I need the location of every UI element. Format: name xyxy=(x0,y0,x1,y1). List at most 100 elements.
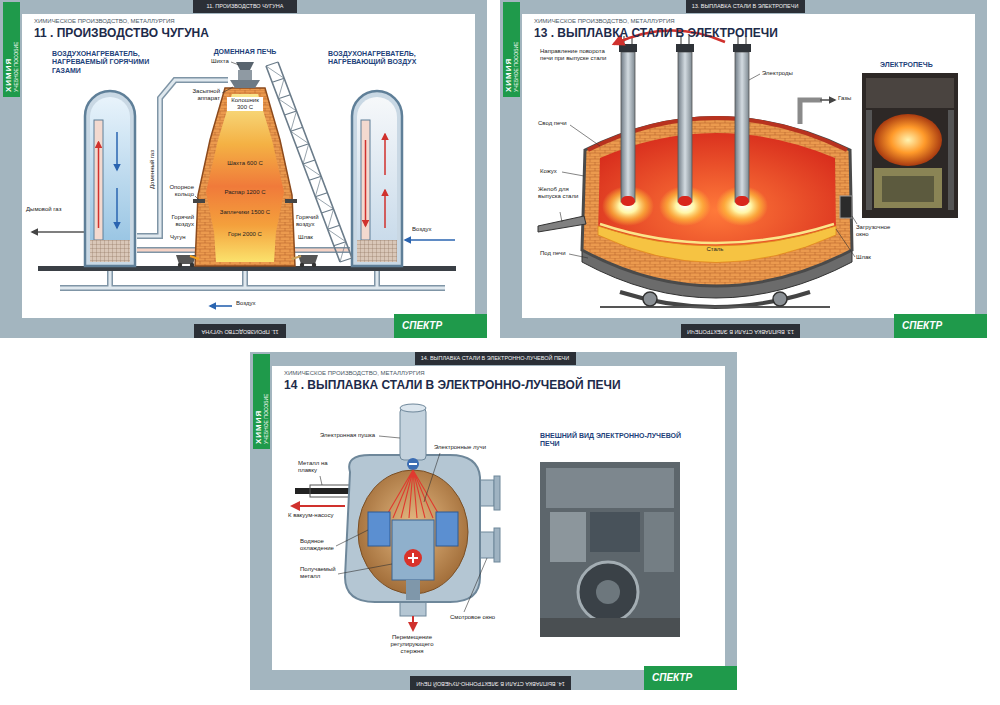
blast-furnace-plant xyxy=(94,120,103,240)
part-label: Водяное охлаждение xyxy=(300,538,348,552)
title-tab: 14. ВЫПЛАВКА СТАЛИ В ЭЛЕКТРОННО-ЛУЧЕВОЙ … xyxy=(410,676,571,690)
header-text: ХИМИЧЕСКОЕ ПРОИЗВОДСТВО, МЕТАЛЛУРГИЯ xyxy=(284,370,425,377)
leader-line xyxy=(570,125,600,146)
subject-name: ХИМИЯ xyxy=(254,359,263,444)
electron-beam-furnace xyxy=(392,520,434,580)
logo-text: СПЕКТР xyxy=(652,666,729,690)
blast-furnace-plant xyxy=(116,188,118,228)
furnace-photo xyxy=(540,462,680,637)
part-label: Свод печи xyxy=(538,120,567,127)
part-label: Доменный газ xyxy=(148,151,155,190)
part-label: Опорное кольцо xyxy=(166,184,194,198)
series-name: УЧЕБНОЕ ПОСОБИЕ xyxy=(13,7,19,92)
section-heading: ЭЛЕКТРОПЕЧЬ xyxy=(880,61,933,69)
electrode xyxy=(619,44,637,52)
electron-beam-furnace xyxy=(412,616,414,630)
blast-furnace-plant xyxy=(361,120,370,240)
blast-furnace-plant xyxy=(90,97,130,262)
part-label: Направление поворота печи при выпуске ст… xyxy=(540,48,610,62)
part-label: Шлак xyxy=(856,254,871,261)
part-label: Под печи xyxy=(540,250,566,257)
part-label: Электроды xyxy=(762,70,793,77)
blast-furnace-plant xyxy=(285,199,297,203)
blast-furnace-plant xyxy=(292,256,301,259)
electrode xyxy=(735,52,749,202)
blast-furnace-plant xyxy=(98,142,100,228)
poster-frame xyxy=(0,0,487,338)
leader-line xyxy=(320,476,322,485)
furnace-photo xyxy=(596,580,620,604)
electron-beam-furnace xyxy=(436,512,458,546)
electron-beam-furnace xyxy=(292,505,345,507)
part-label: Чугун xyxy=(170,234,186,241)
electron-beam-furnace xyxy=(310,485,350,497)
side-bar: ХИМИЯУЧЕБНОЕ ПОСОБИЕ xyxy=(503,2,520,97)
electron-beam-furnace xyxy=(480,532,494,558)
leader-line xyxy=(562,172,584,176)
header-text: ХИМИЧЕСКОЕ ПРОИЗВОДСТВО, МЕТАЛЛУРГИЯ xyxy=(534,18,675,25)
blast-furnace-plant xyxy=(190,263,194,267)
part-label: Горячий воздух xyxy=(166,214,194,228)
part-label: Смотровое окно xyxy=(450,614,495,621)
tab-text: 11. ПРОИЗВОДСТВО ЧУГУНА xyxy=(207,4,284,10)
electrode xyxy=(735,196,749,206)
leader-line xyxy=(338,564,392,574)
furnace-photo xyxy=(874,168,942,208)
publisher-logo: СПЕКТР xyxy=(644,666,737,690)
blast-furnace-plant xyxy=(357,97,397,262)
leader-line xyxy=(320,436,487,612)
electric-arc-furnace xyxy=(820,99,835,101)
leader-line xyxy=(195,62,239,200)
leader-line xyxy=(569,254,588,258)
tab-text: 13. ВЫПЛАВКА СТАЛИ В ЭЛЕКТРОПЕЧИ xyxy=(692,4,799,10)
section-heading: ВОЗДУХОНАГРЕВАТЕЛЬ, НАГРЕВАЕМЫЙ ГОРЯЧИМИ… xyxy=(52,50,156,75)
leader-line xyxy=(852,216,857,224)
section-heading: ВНЕШНИЙ ВИД ЭЛЕКТРОННО-ЛУЧЕВОЙ ПЕЧИ xyxy=(540,432,690,449)
poster-frame xyxy=(0,0,487,338)
electron-beam-furnace xyxy=(400,404,426,412)
part-label: Воздух xyxy=(412,226,431,233)
leader-line xyxy=(231,62,239,65)
part-label: Заплечики 1500 С xyxy=(220,209,270,216)
electron-beam xyxy=(385,470,441,518)
part-label: Сталь xyxy=(707,246,724,253)
electron-beam-furnace xyxy=(494,476,500,510)
furnace-photo xyxy=(862,73,958,218)
part-label: Шихта xyxy=(211,58,229,65)
title-tab: 11. ПРОИЗВОДСТВО ЧУГУНА xyxy=(193,0,297,13)
title-tab: 13. ВЫПЛАВКА СТАЛИ В ЭЛЕКТРОПЕЧИ xyxy=(681,324,800,338)
blast-furnace-plant xyxy=(206,94,284,262)
part-label: Шахта 600 С xyxy=(227,160,262,167)
blast-furnace-plant xyxy=(312,263,316,267)
blast-furnace-plant xyxy=(60,271,445,288)
furnace-photo xyxy=(550,512,586,562)
electrode xyxy=(676,44,694,52)
leader-line xyxy=(424,453,440,502)
tab-text: 11. ПРОИЗВОДСТВО ЧУГУНА xyxy=(202,328,279,334)
electric-arc-furnace xyxy=(538,216,586,232)
series-name: УЧЕБНОЕ ПОСОБИЕ xyxy=(513,7,519,92)
blast-furnace-plant xyxy=(60,271,445,288)
electric-arc-furnace xyxy=(800,100,822,124)
title-tab: 11. ПРОИЗВОДСТВО ЧУГУНА xyxy=(194,324,286,338)
leader-line xyxy=(464,558,487,612)
blast-furnace-plant xyxy=(190,256,199,259)
poster-frame xyxy=(500,0,987,338)
poster-frame xyxy=(250,352,737,690)
blast-furnace-plant xyxy=(238,70,252,80)
blast-furnace-plant xyxy=(357,240,397,262)
electric-arc-furnace xyxy=(538,30,958,307)
poster-title: 14 . ВЫПЛАВКА СТАЛИ В ЭЛЕКТРОННО-ЛУЧЕВОЙ… xyxy=(284,379,621,393)
electron-beam-furnace xyxy=(409,463,417,465)
leader-line xyxy=(836,229,855,257)
blast-furnace-plant xyxy=(384,190,386,228)
part-label: Горячий воздух xyxy=(296,214,324,228)
part-label: Газы xyxy=(838,95,851,102)
blast-furnace-plant xyxy=(178,263,182,267)
poster-frame xyxy=(272,366,725,670)
blast-furnace-plant xyxy=(365,140,367,226)
part-label: Электронные лучи xyxy=(434,444,486,451)
blast-furnace-plant xyxy=(85,91,135,266)
blast-furnace-plant xyxy=(32,231,84,233)
